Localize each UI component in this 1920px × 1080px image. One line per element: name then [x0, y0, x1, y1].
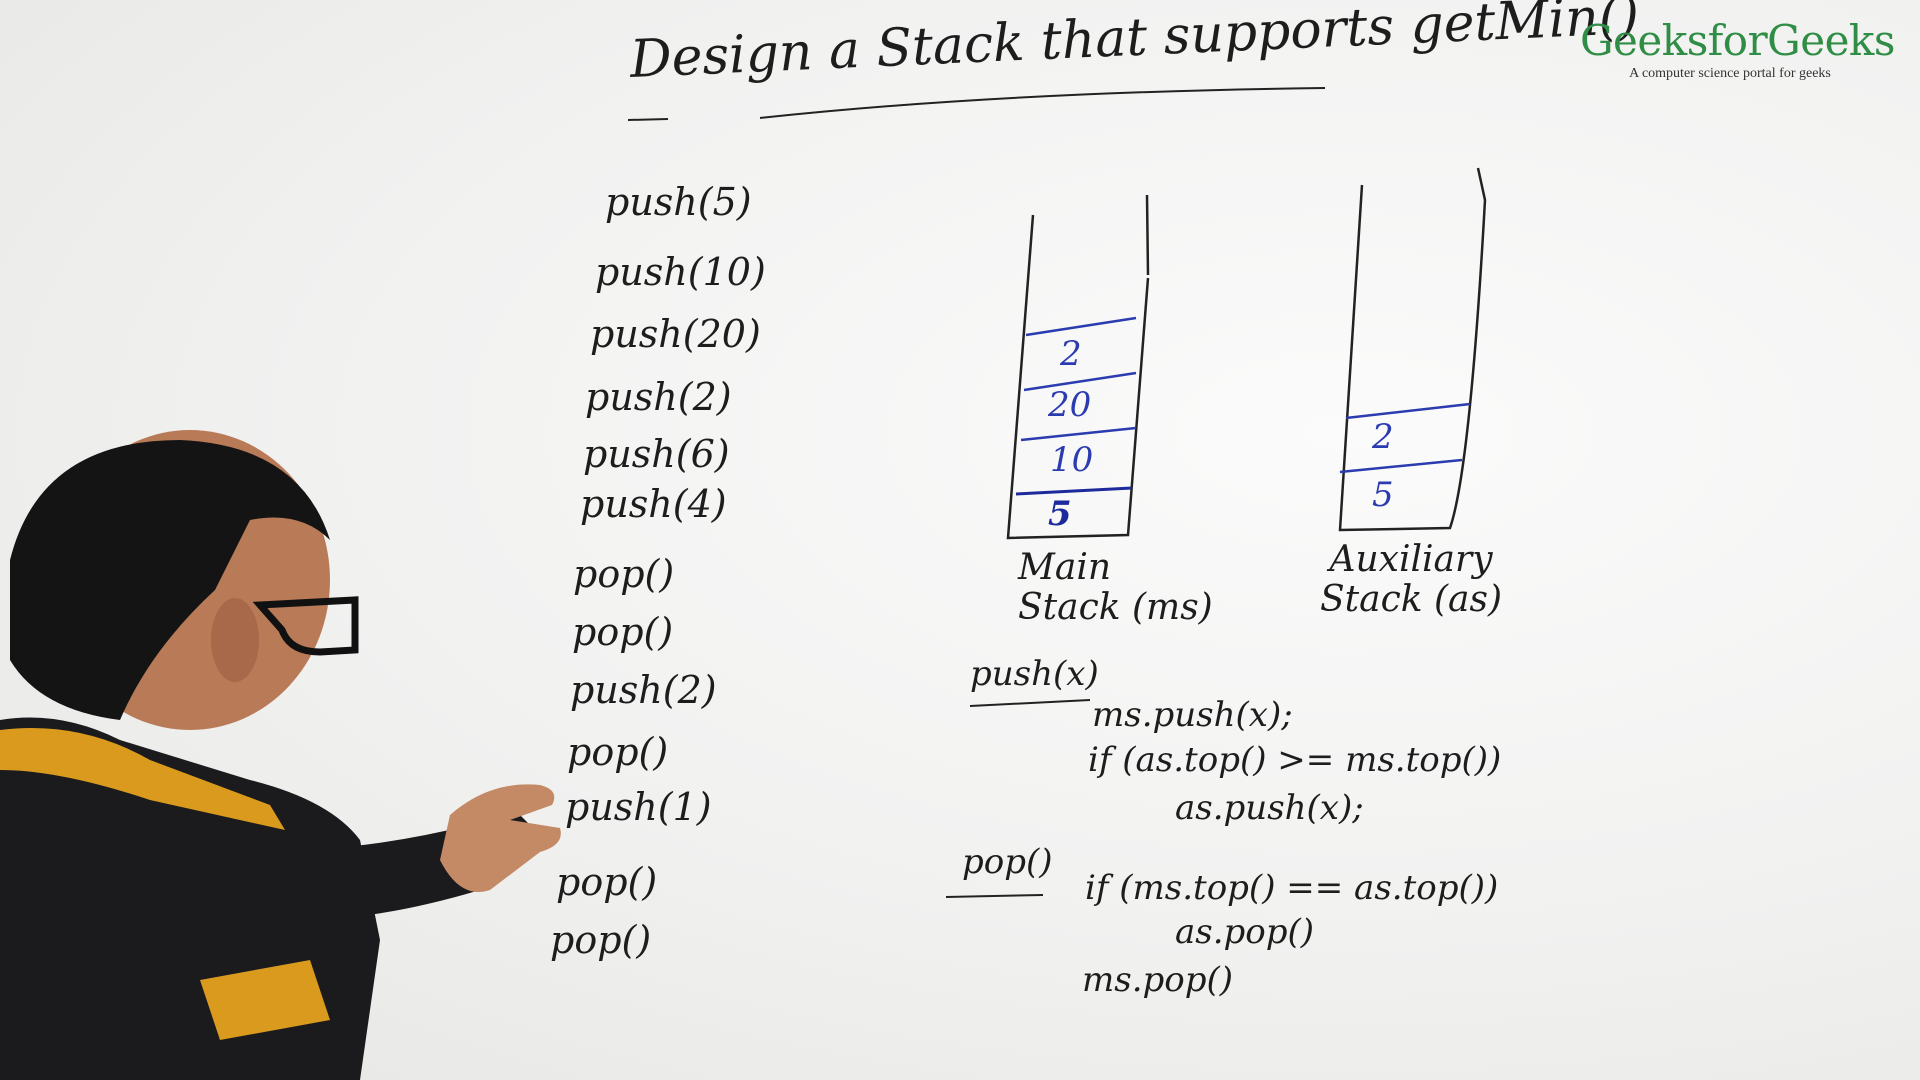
- operation-item: push(2): [570, 668, 717, 712]
- push-code-line: ms.push(x);: [1092, 695, 1293, 735]
- presenter-ear: [211, 598, 259, 682]
- main-stack-divider: [1020, 426, 1137, 442]
- logo-name: GeeksforGeeks: [1580, 16, 1895, 65]
- push-code-line: if (as.top() >= ms.top()): [1088, 740, 1502, 780]
- operation-item: push(20): [590, 312, 761, 356]
- operation-item: push(1): [565, 785, 712, 829]
- pop-code-line: ms.pop(): [1082, 960, 1234, 1000]
- presenter-hand: [440, 784, 561, 892]
- main-stack-value: 10: [1050, 440, 1094, 480]
- presenter-hair: [10, 440, 330, 720]
- operation-item: pop(): [572, 610, 674, 654]
- pop-code-heading: pop(): [962, 842, 1053, 882]
- main-stack-value: 20: [1048, 385, 1092, 425]
- presenter-glasses: [252, 596, 359, 656]
- operation-item: pop(): [573, 552, 675, 596]
- main-stack-value: 5: [1048, 494, 1072, 534]
- operation-item: pop(): [567, 730, 669, 774]
- main-stack-divider: [1025, 316, 1137, 337]
- operation-item: pop(): [556, 860, 658, 904]
- pop-code-line: as.pop(): [1175, 912, 1315, 952]
- operation-item: push(2): [585, 375, 732, 419]
- aux-stack-divider: [1339, 458, 1463, 474]
- operation-item: push(4): [580, 482, 727, 526]
- operation-item: push(10): [595, 250, 766, 294]
- presenter-jacket-stripe: [0, 728, 285, 830]
- aux-stack-value: 2: [1372, 417, 1394, 457]
- push-heading-underline: [969, 699, 1091, 707]
- pop-code-line: if (ms.top() == as.top()): [1085, 868, 1499, 908]
- title-underline-left: [627, 118, 669, 121]
- aux-stack-value: 5: [1372, 475, 1394, 515]
- main-stack-label-line2: Stack (ms): [1018, 586, 1213, 628]
- operation-item: push(6): [583, 432, 730, 476]
- aux-stack-outline: [1338, 167, 1487, 532]
- main-stack-value: 2: [1060, 334, 1082, 374]
- aux-stack-divider: [1345, 402, 1471, 420]
- presenter-jacket-stripe: [200, 960, 330, 1040]
- aux-stack-label-line1: Auxiliary: [1329, 539, 1493, 580]
- push-code-line: as.push(x);: [1175, 788, 1364, 828]
- presenter-image: [0, 430, 561, 1080]
- brand-logo: GeeksforGeeks A computer science portal …: [1580, 16, 1895, 82]
- title-underline: [759, 87, 1326, 119]
- main-stack-label: Main Stack (ms): [1018, 548, 1213, 627]
- logo-tagline: A computer science portal for geeks: [1629, 66, 1831, 82]
- aux-stack-label: Auxiliary Stack (as): [1320, 540, 1502, 619]
- aux-stack-label-line2: Stack (as): [1320, 578, 1503, 620]
- main-stack-divider: [1015, 486, 1133, 496]
- push-code-heading: push(x): [970, 654, 1099, 694]
- pop-heading-underline: [945, 894, 1044, 898]
- main-stack-outline: [1006, 194, 1150, 540]
- operation-item: pop(): [550, 918, 652, 962]
- main-stack-label-line1: Main: [1018, 547, 1112, 588]
- operation-item: push(5): [605, 180, 752, 224]
- main-stack-divider: [1023, 371, 1137, 392]
